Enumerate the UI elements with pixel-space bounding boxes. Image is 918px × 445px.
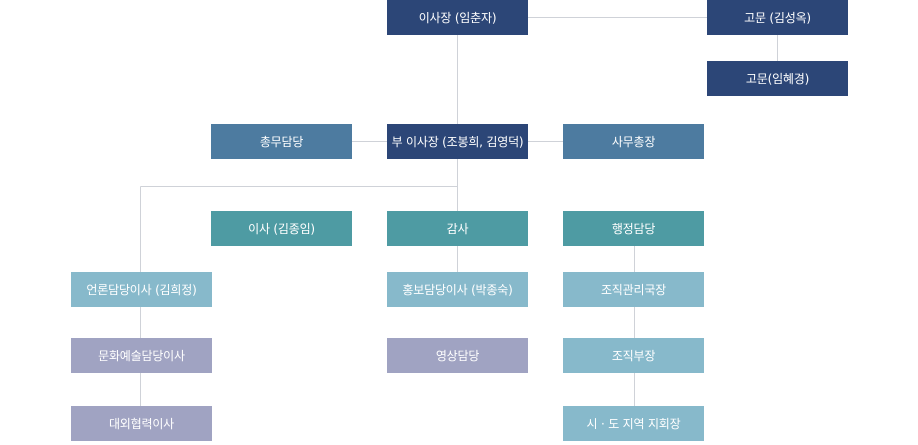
node-administration: 행정담당	[563, 211, 704, 246]
node-org-deputy-head-label: 조직부장	[611, 349, 656, 363]
node-pr-director: 홍보담당이사 (박종숙)	[387, 272, 528, 307]
node-advisor-1-label: 고문 (김성옥)	[744, 11, 811, 25]
node-general-affairs-label: 총무담당	[259, 135, 304, 149]
node-secretary-general-label: 사무총장	[611, 135, 656, 149]
node-vice-chairman: 부 이사장 (조봉희, 김영덕)	[387, 124, 528, 159]
node-video: 영상담당	[387, 338, 528, 373]
node-general-affairs: 총무담당	[211, 124, 352, 159]
node-external-coop-director: 대외협력이사	[71, 406, 212, 441]
node-director: 이사 (김종임)	[211, 211, 352, 246]
node-vice-chairman-label: 부 이사장 (조봉희, 김영덕)	[391, 135, 524, 149]
node-auditor-label: 감사	[446, 222, 469, 236]
node-press-director: 언론담당이사 (김희정)	[71, 272, 212, 307]
node-director-label: 이사 (김종임)	[248, 222, 315, 236]
node-chairman-label: 이사장 (임춘자)	[418, 11, 497, 25]
node-culture-arts-director-label: 문화예술담당이사	[98, 349, 185, 363]
node-org-management-head: 조직관리국장	[563, 272, 704, 307]
node-org-deputy-head: 조직부장	[563, 338, 704, 373]
node-chairman: 이사장 (임춘자)	[387, 0, 528, 35]
node-advisor-2-label: 고문(임혜경)	[745, 72, 810, 86]
node-administration-label: 행정담당	[611, 222, 656, 236]
node-culture-arts-director: 문화예술담당이사	[71, 338, 212, 373]
node-video-label: 영상담당	[435, 349, 480, 363]
node-regional-branch-head: 시 · 도 지역 지회장	[563, 406, 704, 441]
node-press-director-label: 언론담당이사 (김희정)	[86, 283, 197, 297]
node-org-management-head-label: 조직관리국장	[600, 283, 667, 297]
node-secretary-general: 사무총장	[563, 124, 704, 159]
node-regional-branch-head-label: 시 · 도 지역 지회장	[586, 417, 681, 431]
node-advisor-1: 고문 (김성옥)	[707, 0, 848, 35]
node-auditor: 감사	[387, 211, 528, 246]
node-pr-director-label: 홍보담당이사 (박종숙)	[402, 283, 513, 297]
node-external-coop-director-label: 대외협력이사	[108, 417, 175, 431]
node-advisor-2: 고문(임혜경)	[707, 61, 848, 96]
